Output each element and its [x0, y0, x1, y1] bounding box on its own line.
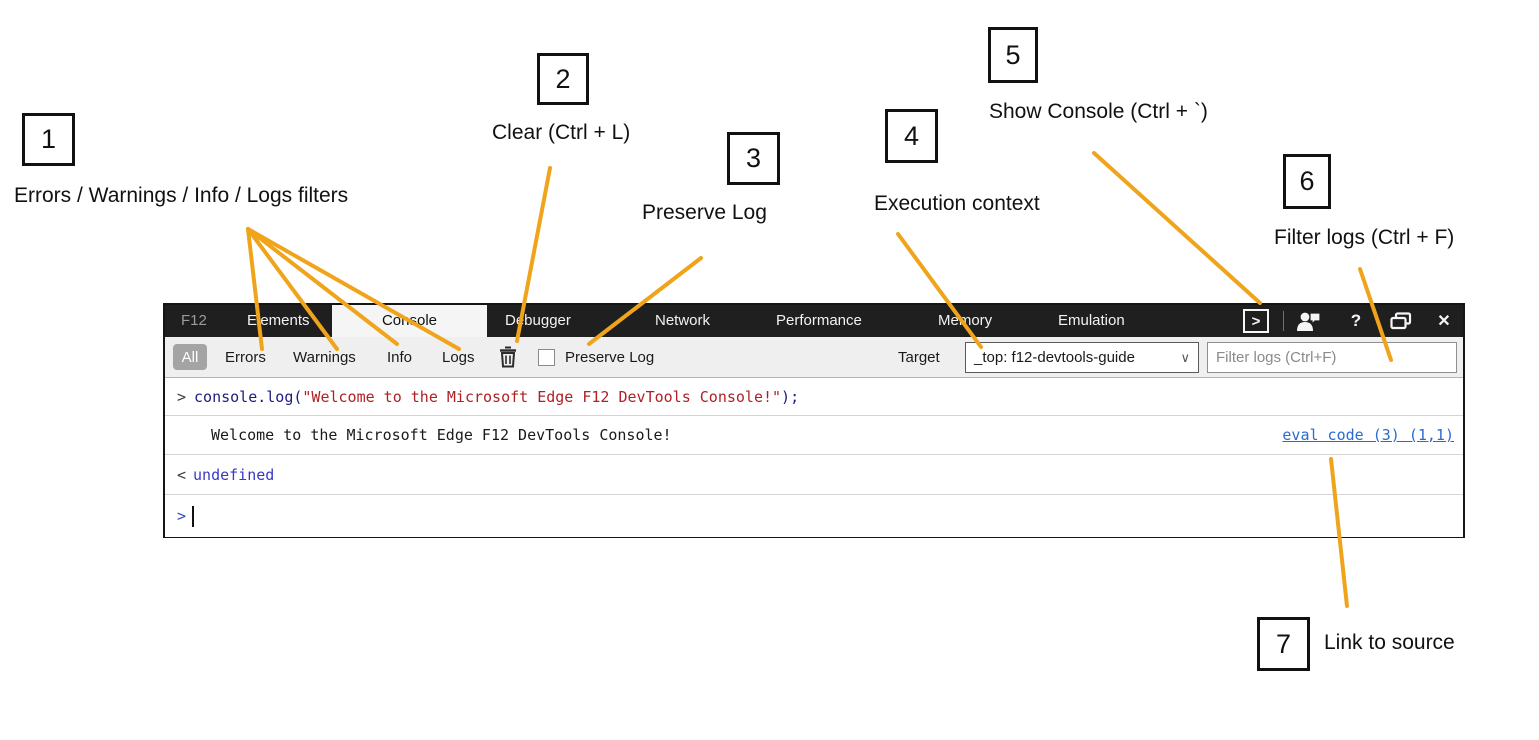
- live-prompt-icon: >: [177, 507, 187, 525]
- result-value: undefined: [193, 465, 275, 484]
- console-toolbar: All Errors Warnings Info Logs Preserve L…: [165, 337, 1463, 378]
- tab-elements[interactable]: Elements: [247, 312, 310, 329]
- preserve-log-label[interactable]: Preserve Log: [565, 348, 655, 366]
- input-prompt-icon: >: [177, 387, 187, 406]
- filter-warnings-button[interactable]: Warnings: [293, 348, 356, 366]
- callout-label-7: Link to source: [1324, 631, 1455, 654]
- console-log-row: Welcome to the Microsoft Edge F12 DevToo…: [165, 416, 1463, 455]
- text-cursor: [192, 505, 195, 527]
- help-icon[interactable]: ?: [1350, 311, 1362, 330]
- target-label: Target: [898, 348, 940, 366]
- tab-network[interactable]: Network: [655, 312, 711, 329]
- execution-context-value: _top: f12-devtools-guide: [974, 349, 1135, 366]
- console-prompt-row[interactable]: >: [165, 495, 1463, 537]
- callout-box-4: 4: [885, 109, 938, 163]
- restore-window-icon[interactable]: [1387, 305, 1415, 337]
- callout-box-6: 6: [1283, 154, 1331, 209]
- echoed-code: console.log("Welcome to the Microsoft Ed…: [194, 387, 800, 406]
- callout-box-3: 3: [727, 132, 780, 185]
- console-result-row: < undefined: [165, 455, 1463, 495]
- callout-label-1: Errors / Warnings / Info / Logs filters: [14, 184, 349, 207]
- console-input-echo-row: > console.log("Welcome to the Microsoft …: [165, 378, 1463, 416]
- chevron-down-icon: ∨: [1180, 349, 1190, 365]
- tab-memory[interactable]: Memory: [938, 312, 993, 329]
- filter-logs-button[interactable]: Logs: [442, 348, 475, 366]
- filter-all-button[interactable]: All: [173, 344, 207, 370]
- callout-label-5: Show Console (Ctrl + `): [989, 100, 1208, 123]
- console-output: > console.log("Welcome to the Microsoft …: [165, 378, 1463, 537]
- callout-box-5: 5: [988, 27, 1038, 83]
- callout-label-6: Filter logs (Ctrl + F): [1274, 226, 1455, 249]
- brand-f12: F12: [181, 312, 207, 329]
- feedback-icon[interactable]: [1293, 305, 1325, 337]
- tab-performance[interactable]: Performance: [776, 312, 862, 329]
- titlebar-divider: [1283, 311, 1284, 331]
- annotation-line: [1092, 151, 1262, 305]
- tab-emulation[interactable]: Emulation: [1058, 312, 1125, 329]
- clear-trash-icon[interactable]: [498, 337, 518, 377]
- callout-box-7: 7: [1257, 617, 1310, 671]
- devtools-tabbar: F12 Elements Console Debugger Network Pe…: [165, 305, 1463, 337]
- callout-label-2: Clear (Ctrl + L): [492, 121, 631, 144]
- devtools-window: F12 Elements Console Debugger Network Pe…: [163, 303, 1465, 538]
- log-message: Welcome to the Microsoft Edge F12 DevToo…: [211, 426, 672, 444]
- filter-logs-input[interactable]: [1207, 342, 1457, 373]
- callout-label-4: Execution context: [874, 192, 1040, 215]
- tab-console[interactable]: Console: [332, 305, 487, 337]
- show-console-icon[interactable]: >: [1243, 309, 1269, 333]
- execution-context-dropdown[interactable]: _top: f12-devtools-guide ∨: [965, 342, 1199, 373]
- callout-box-1: 1: [22, 113, 75, 166]
- callout-box-2: 2: [537, 53, 589, 105]
- callout-label-3: Preserve Log: [642, 201, 767, 224]
- result-prompt-icon: <: [177, 465, 187, 484]
- filter-info-button[interactable]: Info: [387, 348, 413, 366]
- preserve-log-checkbox[interactable]: [538, 349, 555, 366]
- tab-debugger[interactable]: Debugger: [505, 312, 571, 329]
- close-icon[interactable]: ✕: [1437, 313, 1451, 330]
- source-link[interactable]: eval code (3) (1,1): [1282, 426, 1454, 444]
- filter-errors-button[interactable]: Errors: [225, 348, 266, 366]
